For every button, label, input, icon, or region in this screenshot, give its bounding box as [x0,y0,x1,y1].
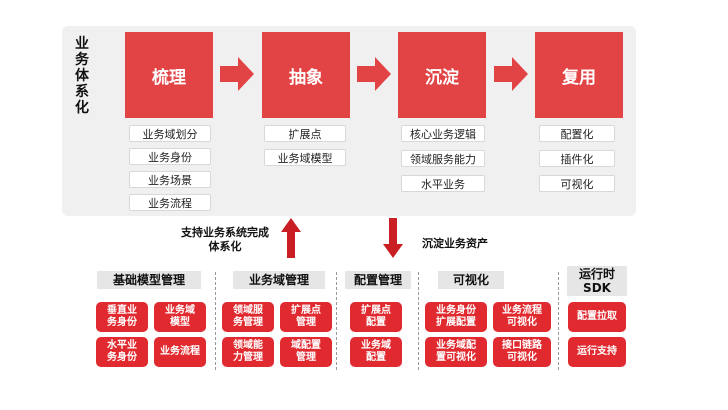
tile-extension-mgmt[interactable]: 扩展点 管理 [280,302,332,332]
tile-domain-model[interactable]: 业务域 模型 [154,302,206,332]
stage-sort-out: 梳理 [125,32,213,118]
stage-item: 领域服务能力 [401,150,485,167]
tile-horizontal-identity[interactable]: 水平业 务身份 [96,337,148,367]
tile-interface-chain-visual[interactable]: 接口链路 可视化 [493,337,551,367]
system-title: 业 务 体 系 化 [75,36,89,116]
tile-runtime-support[interactable]: 运行支持 [568,337,626,367]
stage-item: 配置化 [539,125,615,142]
right-arrow-icon [494,57,528,91]
right-arrow-icon [357,57,391,91]
tile-extension-config[interactable]: 扩展点 配置 [350,302,402,332]
stage-item: 业务场景 [129,171,211,188]
stage-item: 业务域划分 [129,125,211,142]
divider [418,272,419,370]
down-arrow-icon [383,218,403,258]
stage-precipitate: 沉淀 [398,32,486,118]
stage-reuse: 复用 [535,32,623,118]
precipitate-label: 沉淀业务资产 [422,237,488,250]
tile-domain-capability[interactable]: 领域能 力管理 [222,337,274,367]
group-title-base-model: 基础模型管理 [97,271,201,289]
tile-config-pull[interactable]: 配置拉取 [568,302,626,332]
stage-abstract: 抽象 [262,32,350,118]
stage-item: 水平业务 [401,175,485,192]
group-title-config: 配置管理 [345,271,411,289]
tile-domain-config-mgmt[interactable]: 域配置 管理 [280,337,332,367]
stage-item: 插件化 [539,150,615,167]
stage-item: 业务身份 [129,148,211,165]
tile-domain-config-visual[interactable]: 业务域配 置可视化 [425,337,487,367]
stage-item: 可视化 [539,175,615,192]
stage-item: 扩展点 [264,125,346,142]
stage-item: 业务流程 [129,194,211,211]
right-arrow-icon [220,57,254,91]
tile-business-flow[interactable]: 业务流程 [154,337,206,367]
tile-identity-ext-config[interactable]: 业务身份 扩展配置 [425,302,487,332]
divider [558,272,559,370]
stage-item: 业务域模型 [264,149,346,166]
tile-vertical-identity[interactable]: 垂直业 务身份 [96,302,148,332]
group-title-runtime-sdk: 运行时 SDK [567,266,627,296]
stage-item: 核心业务逻辑 [401,125,485,142]
support-label: 支持业务系统完成 体系化 [181,226,269,253]
group-title-domain: 业务域管理 [233,271,325,289]
divider [215,272,216,370]
divider [336,272,337,370]
tile-domain-service[interactable]: 领域服 务管理 [222,302,274,332]
tile-flow-visual[interactable]: 业务流程 可视化 [493,302,551,332]
group-title-visual: 可视化 [438,271,504,289]
tile-domain-config[interactable]: 业务域 配置 [350,337,402,367]
up-arrow-icon [281,218,301,258]
